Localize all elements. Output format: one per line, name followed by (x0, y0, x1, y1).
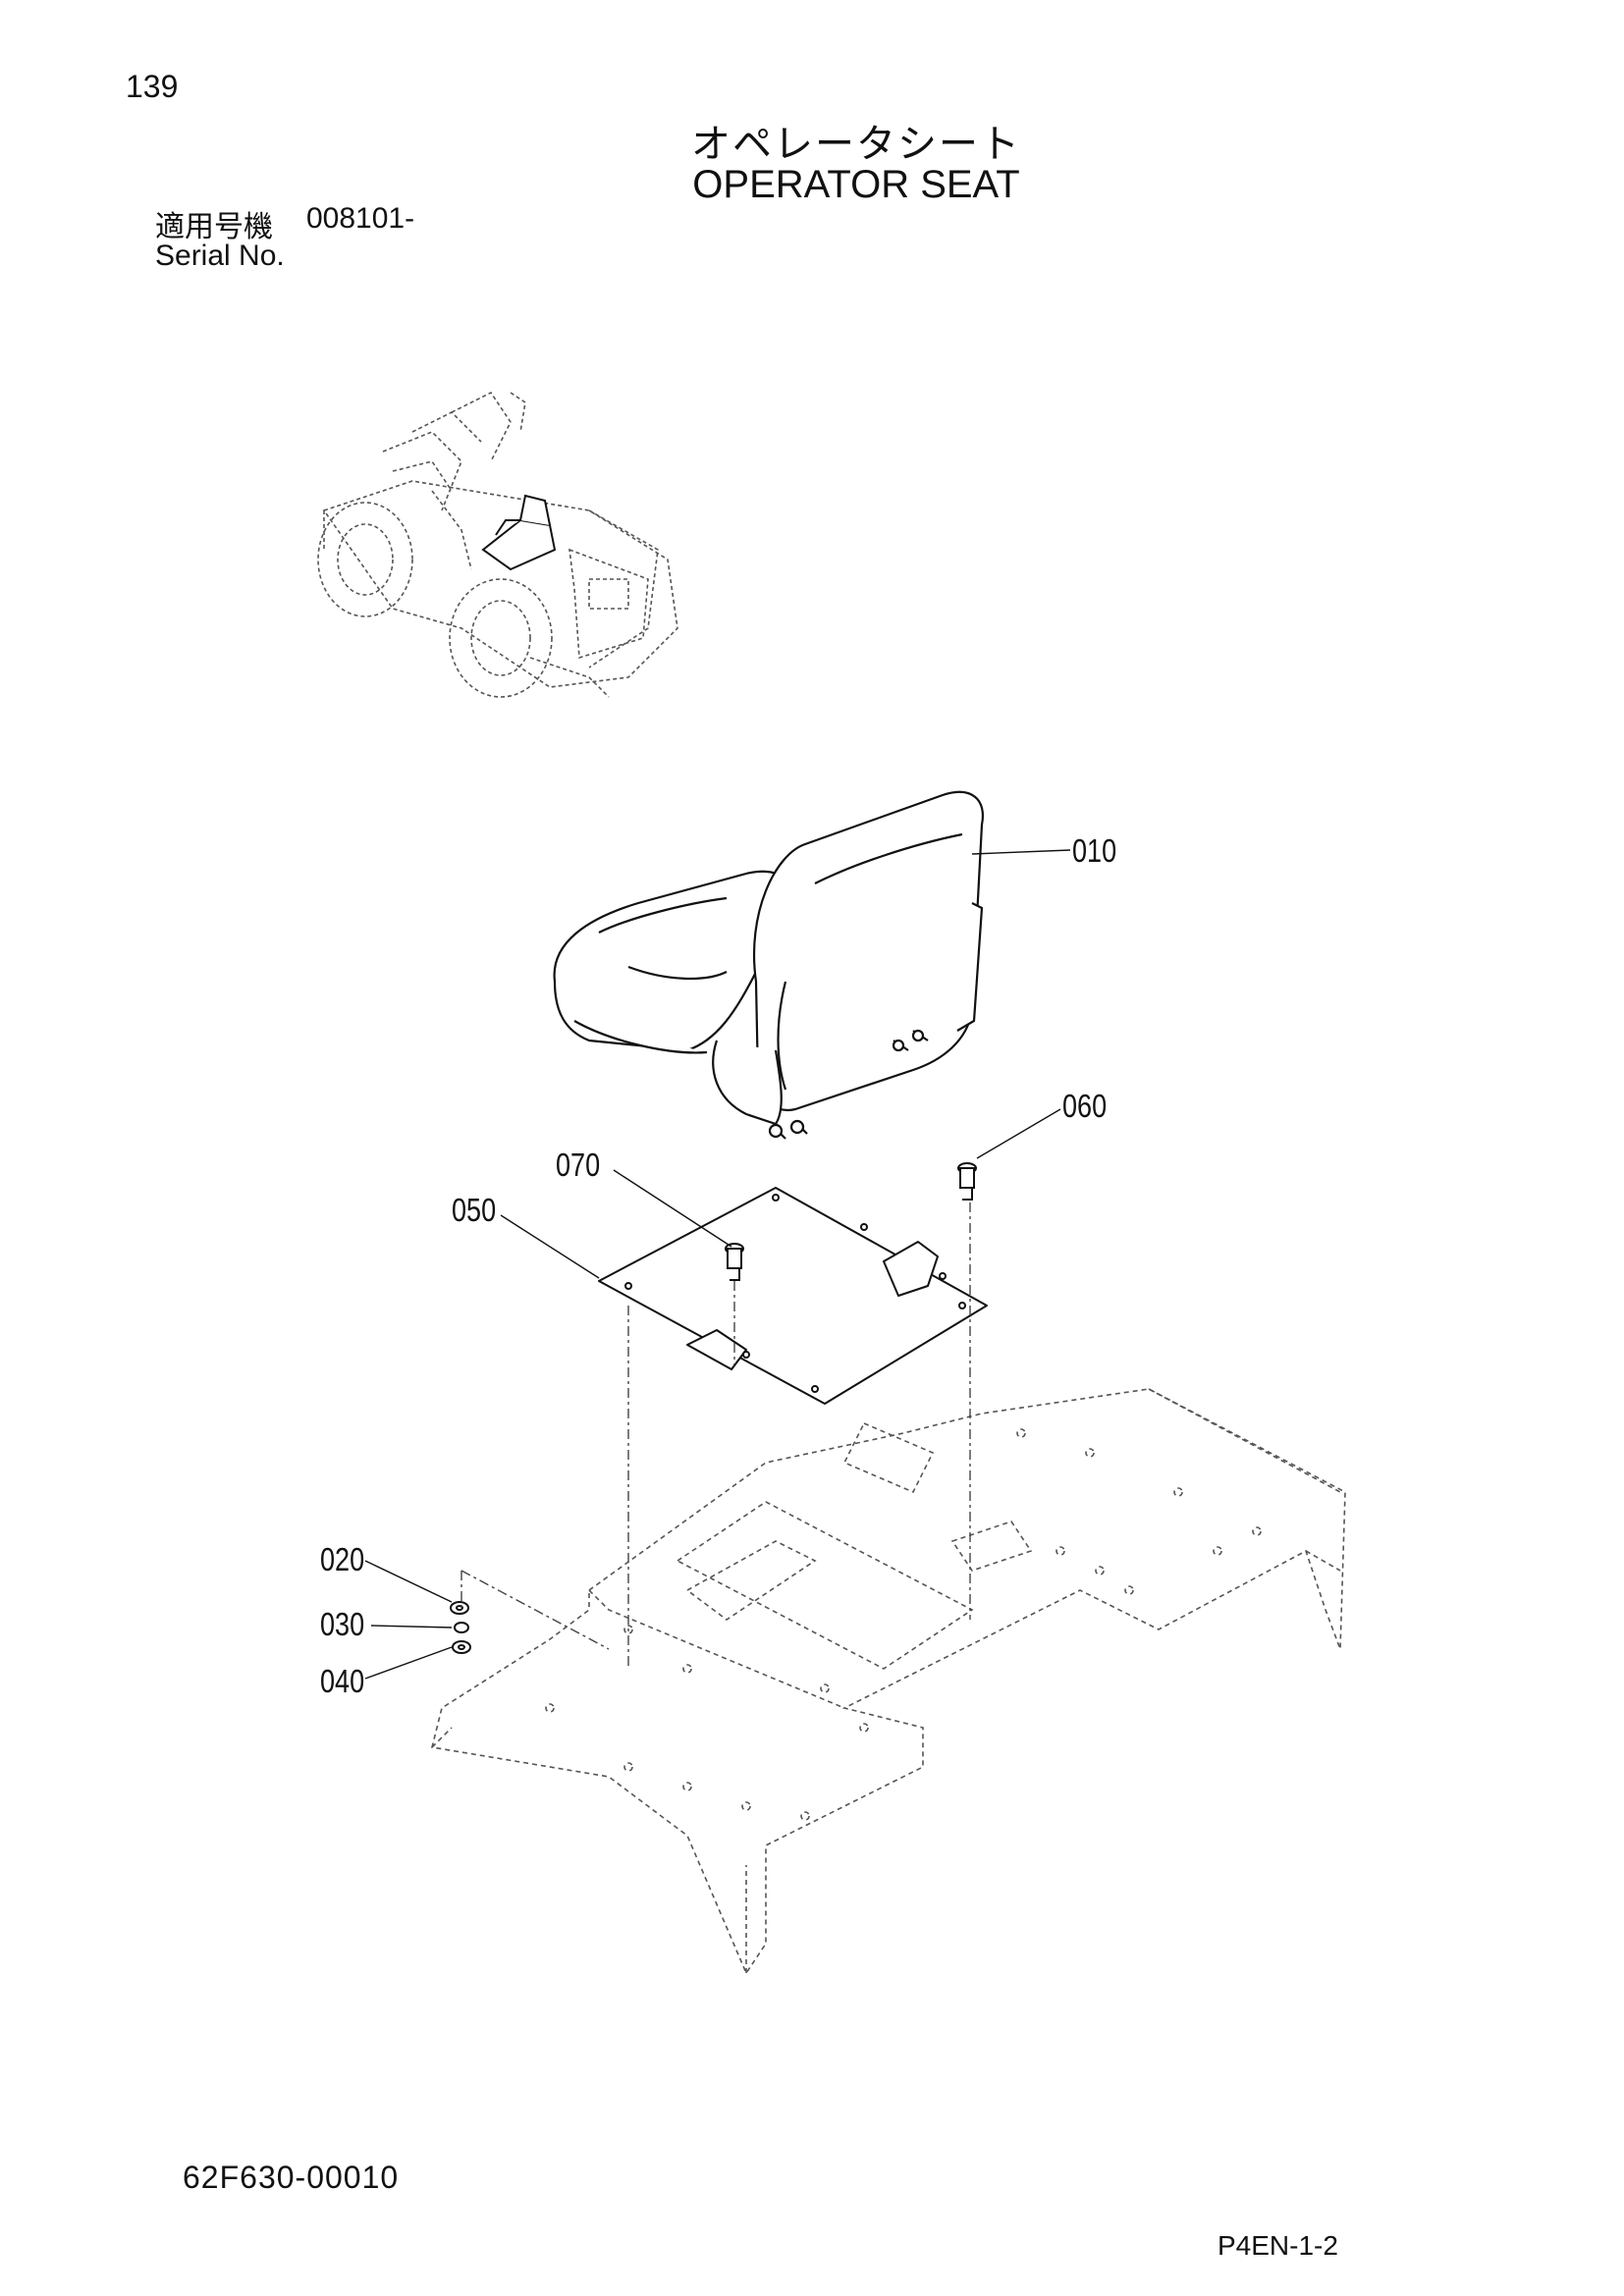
bolt-060 (957, 1162, 977, 1201)
callout-040: 040 (320, 1663, 365, 1699)
drawing-number: 62F630-00010 (183, 2160, 400, 2195)
title-japanese: オペレータシート (691, 122, 1021, 167)
spring-washer-030 (454, 1622, 469, 1633)
page-number: 139 (126, 69, 179, 104)
seat-highlight-thumbnail (481, 494, 557, 571)
floor-plate (431, 1388, 1346, 1975)
nut-040 (452, 1640, 471, 1654)
callout-010: 010 (1072, 832, 1117, 869)
serial-label-japanese: 適用号機 (155, 210, 273, 244)
leader-lines (364, 849, 1071, 1680)
callout-030: 030 (320, 1606, 365, 1642)
callout-050: 050 (452, 1192, 497, 1228)
callout-070: 070 (556, 1147, 601, 1183)
callout-060: 060 (1062, 1088, 1108, 1124)
callout-020: 020 (320, 1541, 365, 1577)
serial-label: Serial No. (155, 240, 285, 272)
page-code: P4EN-1-2 (1218, 2230, 1338, 2261)
machine-overview-thumbnail (317, 391, 678, 698)
alignment-lines (460, 1202, 971, 1669)
serial-number-value: 008101- (306, 202, 415, 235)
seat-bracket-plate (598, 1187, 988, 1405)
operator-seat (553, 790, 985, 1140)
washer-020 (450, 1601, 469, 1615)
page-title: OPERATOR SEAT (692, 163, 1020, 206)
